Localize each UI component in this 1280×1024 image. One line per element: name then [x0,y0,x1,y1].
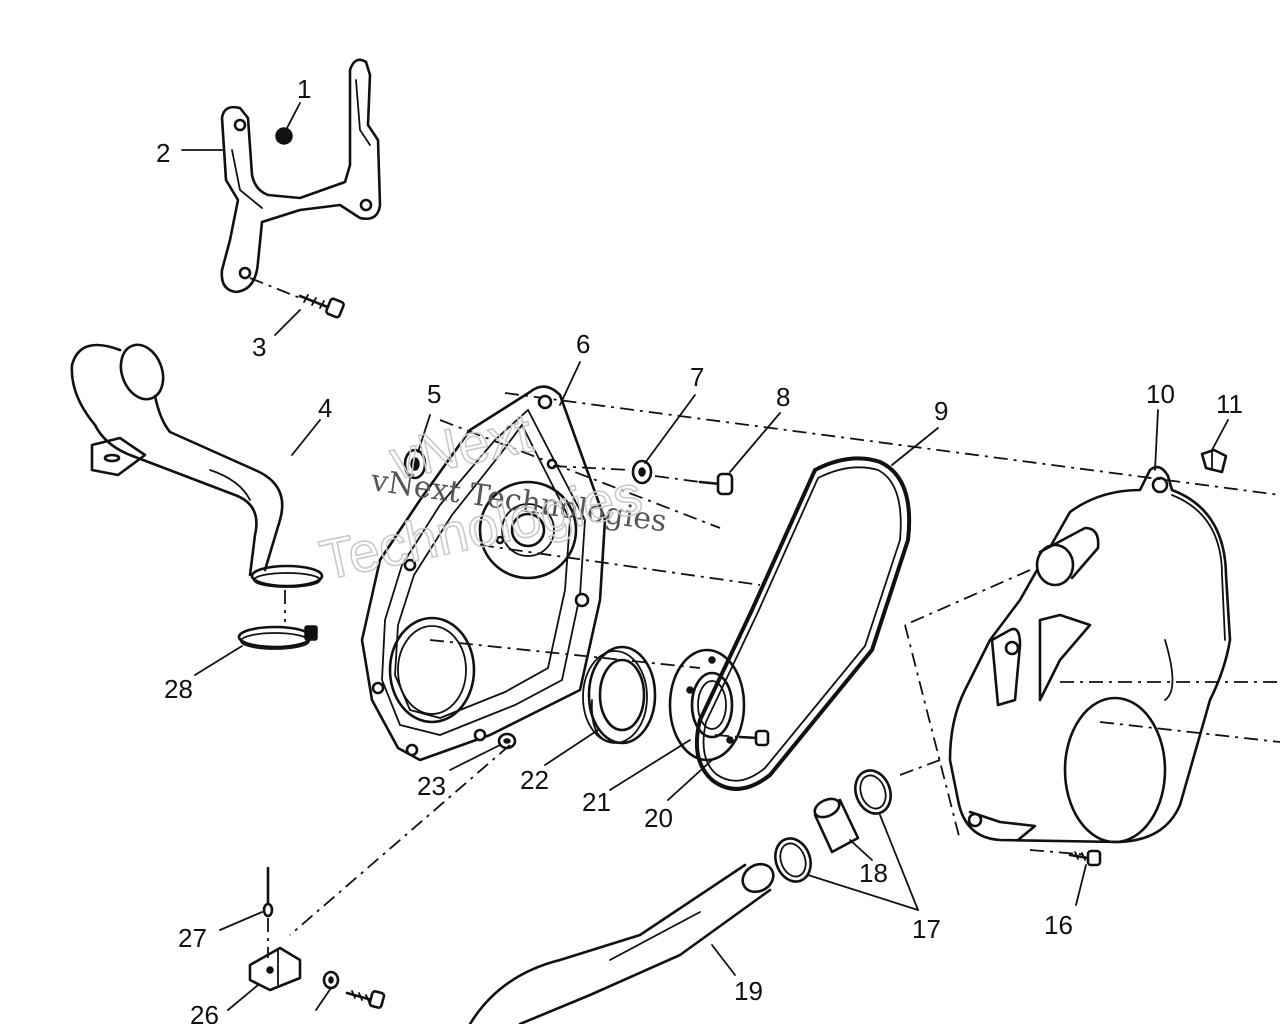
bolt-part-lower [345,990,386,1009]
callout-20: 20 [644,803,673,833]
callout-16: 16 [1044,910,1073,940]
callout-labels: 1 2 3 4 5 6 7 8 9 10 11 16 17 18 19 20 2… [156,74,1243,1024]
callout-10: 10 [1146,379,1175,409]
bracket-part-26 [248,946,302,992]
screw-part-16 [1068,849,1102,867]
callout-27: 27 [178,923,207,953]
callout-8: 8 [776,382,790,412]
hose-clamp-part-28 [237,625,318,650]
washer-part-7 [552,459,653,485]
callout-5: 5 [427,379,441,409]
callout-2: 2 [156,138,170,168]
callout-3: 3 [252,332,266,362]
bearing-plate-part-21 [668,648,746,762]
decal-part-11 [1200,448,1228,474]
screw-part-20 [714,729,770,747]
washer-part-26-adjacent [322,970,340,990]
bolt-part-3 [249,277,345,319]
leader-lines [181,102,1229,1011]
callout-6: 6 [576,329,590,359]
washer-part-23 [497,732,517,750]
washer-part-5 [403,448,427,480]
callout-18: 18 [859,858,888,888]
outer-cover-part-10 [948,465,1232,844]
bushing-part-18 [813,797,860,854]
callout-22: 22 [520,765,549,795]
seal-part-22 [582,645,657,745]
watermark-line-2: vNext [384,400,538,491]
callout-17: 17 [912,914,941,944]
callout-28: 28 [164,674,193,704]
callout-26: 26 [190,1000,219,1024]
callout-7: 7 [690,362,704,392]
clamp-part-17-lower [774,837,812,883]
duct-part-19 [468,862,775,1024]
callout-11: 11 [1216,389,1243,419]
callout-19: 19 [734,976,763,1006]
alignment-lines [289,392,1280,936]
callout-1: 1 [297,74,311,104]
air-duct-part-4 [70,343,324,622]
clamp-part-17-upper [854,769,892,815]
nut-part-1 [275,127,293,145]
mounting-bracket [220,58,382,294]
callout-23: 23 [417,771,446,801]
callout-21: 21 [582,787,611,817]
screw-part-27 [262,866,274,958]
bolt-part-8 [654,472,734,496]
callout-4: 4 [318,393,332,423]
inner-cover-part-6 [360,385,607,762]
callout-9: 9 [934,396,948,426]
